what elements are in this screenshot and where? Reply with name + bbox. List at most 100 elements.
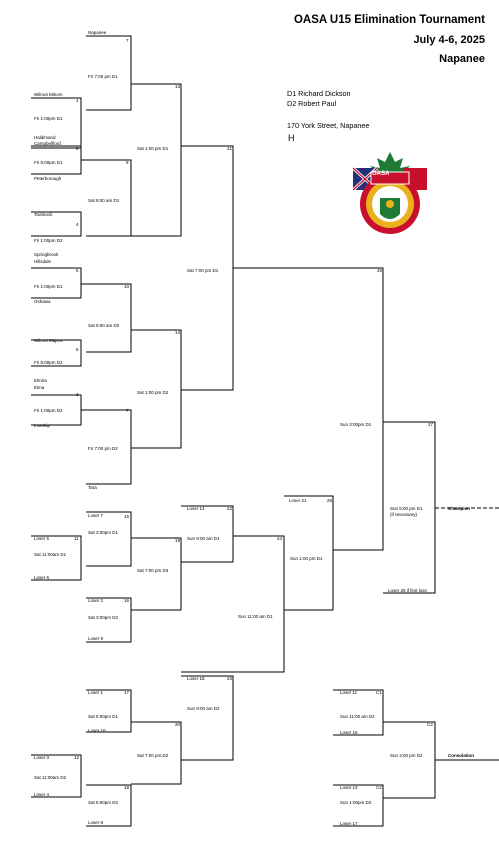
- loser-slot: Loser 26 if first loss: [388, 588, 427, 593]
- seed-label: 7: [126, 408, 129, 413]
- game-number: 15: [124, 514, 130, 519]
- game-time: Fri 7:00 pm D1: [88, 74, 118, 79]
- game-number: 22: [227, 506, 233, 511]
- official-d1: D1 Richard Dickson: [287, 89, 351, 98]
- game-time: Fri 1:00pm D1: [34, 284, 63, 289]
- seed-label: 8: [76, 146, 79, 151]
- seed-label: 9: [126, 160, 129, 165]
- loser-slot: Loser 21: [289, 498, 307, 503]
- game-number: C3: [427, 722, 433, 727]
- tournament-title: OASA U15 Elimination Tournament: [293, 14, 485, 26]
- loser-slot: Loser 17: [340, 821, 358, 826]
- game-number: 26: [377, 268, 383, 273]
- seed-label: 10: [124, 284, 130, 289]
- game-time: Sat 1:00 pm D2: [137, 390, 169, 395]
- loser-slot: Loser 1: [88, 690, 104, 695]
- game-time: Sun 3:00pm D1: [340, 422, 372, 427]
- official-d2: D2 Robert Paul: [287, 99, 337, 108]
- game-time: Sat 11:00am D1: [34, 552, 67, 557]
- loser-slot: Loser 8: [88, 820, 104, 825]
- team-wilmot-minors: Wilmot Minors: [34, 92, 63, 97]
- game-time: Sun 9:00 am D1: [187, 536, 220, 541]
- seed-label: 5: [76, 268, 79, 273]
- loser-slot: Loser 2: [88, 598, 104, 603]
- game-time: Sun 1:00pm D2: [340, 800, 372, 805]
- game-time: Fri 1:00pm D1: [34, 116, 63, 121]
- game-number: 12: [74, 755, 80, 760]
- game-number: 16: [124, 598, 130, 603]
- game-time: Sat 9:00 am D1: [88, 198, 120, 203]
- game-number: 13: [175, 84, 181, 89]
- team-hillsdale: Hillsdale: [34, 259, 52, 264]
- team-tara: Tara: [88, 485, 97, 490]
- game-number: 20: [175, 722, 181, 727]
- game-number: 25: [327, 498, 333, 503]
- seed-label: 6: [76, 347, 79, 352]
- loser-slot: Loser 9: [88, 636, 104, 641]
- consolation-label: Consolation: [448, 753, 474, 758]
- game-time: Sat 3:00pm D2: [88, 615, 119, 620]
- loser-slot: Loser 11: [340, 690, 358, 695]
- game-time: Sat 1:00 pm D1: [137, 146, 169, 151]
- team-oshawa: Oshawa: [34, 299, 51, 304]
- seed-label: 1: [76, 98, 79, 103]
- loser-slot: Loser 14: [187, 506, 205, 511]
- team-napanee: Napanee: [88, 30, 107, 35]
- game-time: Sat 7:00 pm D3: [137, 568, 169, 573]
- loser-slot: Loser 5: [34, 536, 50, 541]
- loser-slot: Loser 13: [340, 785, 358, 790]
- game-time: Sun 5:00 pm D1: [390, 506, 423, 511]
- home-marker: H: [288, 133, 295, 143]
- tournament-location: Napanee: [439, 53, 485, 65]
- game-number: C1: [376, 690, 382, 695]
- game-time: Sun 3:00 pm D2: [390, 753, 423, 758]
- game-time: Sat 5:00pm D2: [88, 800, 119, 805]
- game-number: 17: [124, 690, 130, 695]
- tournament-dates: July 4-6, 2025: [413, 34, 485, 46]
- game-time: (if necessary): [390, 512, 418, 517]
- game-time: Fri 1:00pm D2: [34, 408, 63, 413]
- team-elma: Elma: [34, 385, 45, 390]
- team-innerkip: Innerkip: [34, 423, 51, 428]
- seed-label: 4: [76, 222, 79, 227]
- loser-slot: Loser 6: [34, 575, 50, 580]
- oasa-logo: [351, 152, 427, 234]
- logo-text-oasa: OASA: [372, 171, 390, 177]
- team-haldimand: Haldimand: [34, 135, 56, 140]
- loser-slot: Loser 16: [340, 730, 358, 735]
- loser-slot: Loser 3: [34, 755, 50, 760]
- team-springbrook: Springbrook: [34, 252, 59, 257]
- champion-label: Champion: [448, 506, 470, 511]
- game-time: Sat 7:00 pm D2: [137, 753, 169, 758]
- game-number: 19: [175, 538, 181, 543]
- game-time: Sun 9:00 am D2: [187, 706, 220, 711]
- game-number: 21: [227, 146, 233, 151]
- seed-label: 3: [76, 392, 79, 397]
- game-time: Sun 11:00 am D1: [238, 614, 273, 619]
- team-elmira: Elmira: [34, 378, 47, 383]
- game-time: Sun 1:00 pm D1: [290, 556, 323, 561]
- game-time: Fri 8:00pm D1: [34, 160, 63, 165]
- game-time: Sat 7:00 pm D1: [187, 268, 219, 273]
- loser-slot: Loser 7: [88, 513, 104, 518]
- game-time: Sat 5:00pm D1: [88, 714, 119, 719]
- team-tavistock: Tavistock: [34, 212, 53, 217]
- game-number: C2: [376, 785, 382, 790]
- game-time: Sat 3:00pm D1: [88, 530, 119, 535]
- game-time: Sun 11:00 am D2: [340, 714, 375, 719]
- game-time: Sat 11:00am D2: [34, 775, 67, 780]
- game-number: 27: [428, 422, 434, 427]
- game-time: Sat 9:00 am D2: [88, 323, 120, 328]
- game-time: Fri 7:00 pm D2: [88, 446, 118, 451]
- game-number: 14: [175, 330, 181, 335]
- game-time: Fri 1:00pm D2: [34, 238, 63, 243]
- venue-address: 170 York Street, Napanee: [287, 121, 370, 130]
- loser-slot: Loser 10: [88, 728, 106, 733]
- loser-slot: Loser 4: [34, 792, 50, 797]
- team-wilmot-majors: Wilmot Majors: [34, 338, 63, 343]
- game-time: Fri 5:00pm D2: [34, 360, 63, 365]
- seed-label: 7: [126, 38, 129, 43]
- game-number: 24: [277, 536, 283, 541]
